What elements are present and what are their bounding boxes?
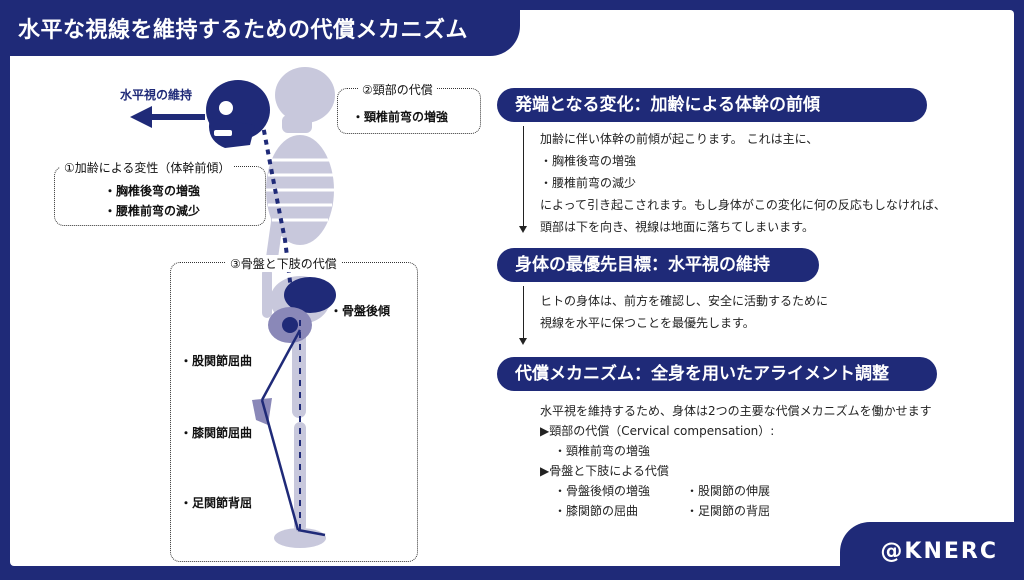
- pelvic-item-4: ・足関節の背屈: [686, 504, 771, 518]
- section-1-heading: 発端となる変化：加齢による体幹の前傾: [497, 88, 927, 122]
- flow-line-1: [523, 126, 524, 228]
- aging-box-item-2: ・腰椎前弯の減少: [104, 204, 201, 218]
- section-1-line-2: ・胸椎後弯の増強: [540, 154, 637, 168]
- skeleton-illustration: [130, 67, 336, 548]
- flow-arrow-1: [519, 226, 527, 233]
- flow-line-2: [523, 286, 524, 340]
- pelvis-label: ・骨盤後傾: [330, 304, 391, 318]
- hip-label: ・股関節屈曲: [180, 354, 253, 368]
- section-1-line-1: 加齢に伴い体幹の前傾が起こります。 これは主に、: [540, 132, 819, 146]
- cervical-box-item: ・頸椎前弯の増強: [352, 110, 449, 124]
- section-3-body: 水平視を維持するため、身体は2つの主要な代償メカニズムを働かせます ▶頸部の代償…: [540, 401, 932, 521]
- pelvic-item-1: ・骨盤後傾の増強: [554, 484, 651, 498]
- aging-box-item-1: ・胸椎後弯の増強: [104, 184, 201, 198]
- section-3-heading: 代償メカニズム：全身を用いたアライメント調整: [497, 357, 937, 391]
- brand-banner: @KNERC: [840, 522, 1024, 576]
- section-3-intro: 水平視を維持するため、身体は2つの主要な代償メカニズムを働かせます: [540, 404, 932, 418]
- title-banner: 水平な視線を維持するための代償メカニズム: [0, 0, 520, 56]
- pelvis-box-title: ③骨盤と下肢の代償: [226, 255, 341, 272]
- section-3-pelvic-title: ▶骨盤と下肢による代償: [540, 464, 669, 478]
- section-2-line-2: 視線を水平に保つことを最優先します。: [540, 316, 755, 330]
- section-2-heading: 身体の最優先目標：水平視の維持: [497, 248, 819, 282]
- section-1-line-3: ・腰椎前弯の減少: [540, 176, 637, 190]
- brand-label: @KNERC: [880, 539, 998, 564]
- section-2-line-1: ヒトの身体は、前方を確認し、安全に活動するために: [540, 294, 829, 308]
- section-3-cervical-item: ・頸椎前弯の増強: [554, 444, 651, 458]
- pelvic-item-3: ・膝関節の屈曲: [554, 504, 639, 518]
- section-3-pelvic-row-2: ・膝関節の屈曲 ・足関節の背屈: [540, 501, 932, 521]
- skeleton-diagram: 水平視の維持 ②頸部の代償 ・頸椎前弯の増強 ①加齢による変性（体幹前傾） ・胸…: [0, 0, 500, 576]
- section-1-line-5: 頭部は下を向き、視線は地面に落ちてしまいます。: [540, 220, 814, 234]
- ankle-label: ・足関節背屈: [180, 496, 253, 510]
- gaze-label: 水平視の維持: [120, 88, 193, 102]
- pelvic-item-2: ・股関節の伸展: [686, 484, 771, 498]
- section-3-pelvic-row-1: ・骨盤後傾の増強 ・股関節の伸展: [540, 481, 932, 501]
- cervical-box-title: ②頸部の代償: [358, 81, 437, 98]
- section-1-body: 加齢に伴い体幹の前傾が起こります。 これは主に、 ・胸椎後弯の増強 ・腰椎前弯の…: [540, 128, 946, 238]
- aging-box-title: ①加齢による変性（体幹前傾）: [60, 159, 235, 176]
- section-2-body: ヒトの身体は、前方を確認し、安全に活動するために 視線を水平に保つことを最優先し…: [540, 290, 828, 334]
- section-1-line-4: によって引き起こされます。もし身体がこの変化に何の反応もしなければ、: [540, 198, 946, 212]
- section-3-cervical-title: ▶頸部の代償（Cervical compensation）:: [540, 424, 775, 438]
- flow-arrow-2: [519, 338, 527, 345]
- page-title: 水平な視線を維持するための代償メカニズム: [18, 18, 469, 43]
- knee-label: ・膝関節屈曲: [180, 426, 253, 440]
